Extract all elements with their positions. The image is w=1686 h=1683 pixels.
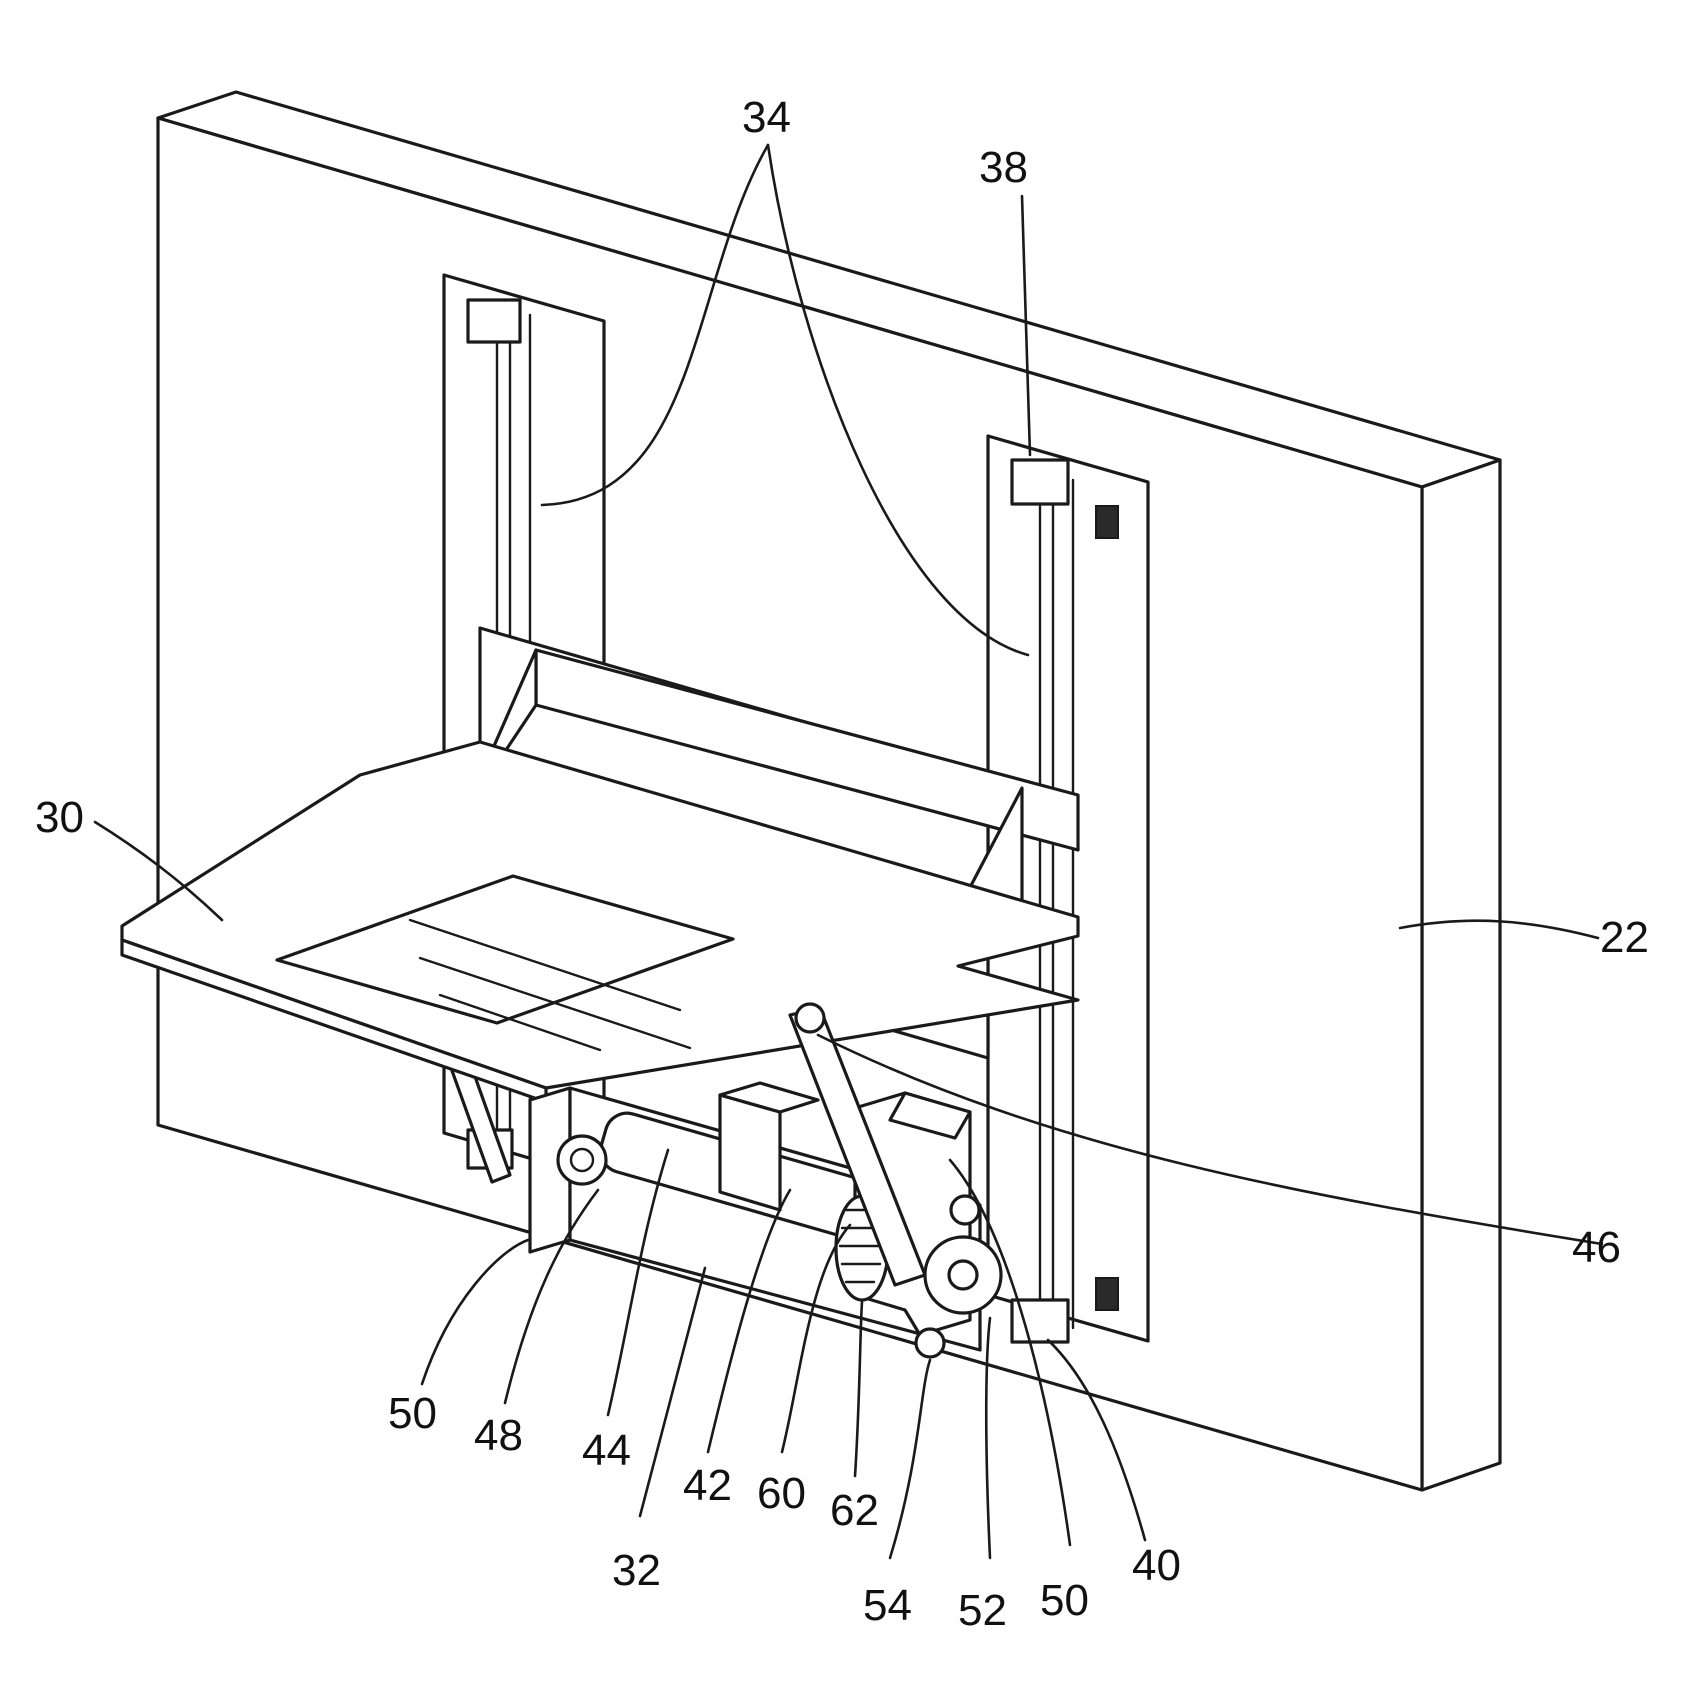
ref-label-32: 32	[612, 1546, 661, 1595]
lower-sensor-icon	[1096, 1278, 1118, 1310]
upper-left-slider-block	[468, 300, 520, 342]
block-42	[720, 1095, 780, 1210]
ref-label-46: 46	[1572, 1223, 1621, 1272]
upper-slider-block-38	[1012, 460, 1068, 504]
upper-pin	[951, 1196, 979, 1224]
ref-label-50-left: 50	[388, 1389, 437, 1438]
ref-label-60: 60	[757, 1469, 806, 1518]
ref-label-48: 48	[474, 1411, 523, 1460]
ref-label-22: 22	[1600, 913, 1649, 962]
ref-label-38: 38	[979, 143, 1028, 192]
pin-54	[916, 1329, 944, 1357]
ref-label-54: 54	[863, 1581, 912, 1630]
ref-label-44: 44	[582, 1426, 631, 1475]
upper-sensor-icon	[1096, 506, 1118, 538]
ref-label-40: 40	[1132, 1541, 1181, 1590]
ref-label-52: 52	[958, 1586, 1007, 1635]
ref-label-34: 34	[742, 93, 791, 142]
ref-label-62: 62	[830, 1486, 879, 1535]
cylinder-end	[558, 1136, 606, 1184]
ref-label-42: 42	[683, 1461, 732, 1510]
ref-label-50-right: 50	[1040, 1576, 1089, 1625]
ref-label-30: 30	[35, 793, 84, 842]
